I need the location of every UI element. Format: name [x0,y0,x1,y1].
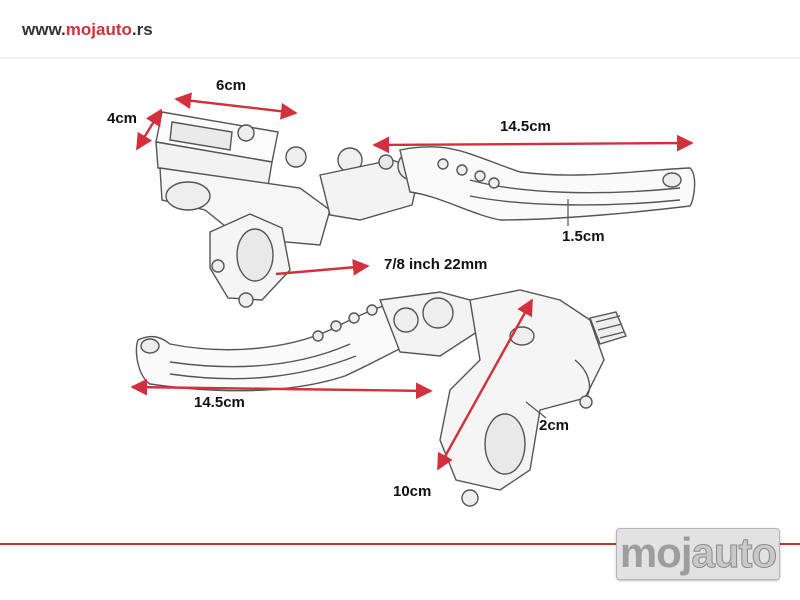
site-url[interactable]: www.mojauto.rs [22,20,153,40]
watermark-part2: auto [691,529,778,576]
arrow-clamp-height [436,298,534,471]
arrow-reservoir-width [174,92,298,120]
url-prefix: www. [22,20,66,39]
label-reservoir-height: 4cm [107,110,138,127]
url-brand: mojauto [65,20,132,39]
label-clamp-width: 2cm [539,417,570,434]
arrow-reservoir-height [135,108,163,151]
label-bar-diameter: 7/8 inch 22mm [384,256,488,273]
label-top-lever-length: 14.5cm [500,118,551,135]
label-lever-thickness: 1.5cm [562,228,605,245]
bottom-rule [0,543,800,545]
watermark-text: mojauto [617,529,779,576]
mojauto-watermark-logo: mojauto [616,528,780,580]
url-suffix: .rs [131,20,153,39]
arrow-bottom-lever-length [130,378,433,400]
brake-master-cylinder [155,111,696,308]
arrow-bar-diameter [275,258,370,276]
arrow-top-lever-length [372,134,694,154]
label-clamp-height: 10cm [393,483,432,500]
label-bottom-lever-length: 14.5cm [194,394,245,411]
watermark-part1: moj [619,529,693,576]
dimension-arrows [130,92,694,471]
leader-lines [525,199,569,419]
product-diagram [0,57,800,507]
label-reservoir-width: 6cm [216,77,247,94]
